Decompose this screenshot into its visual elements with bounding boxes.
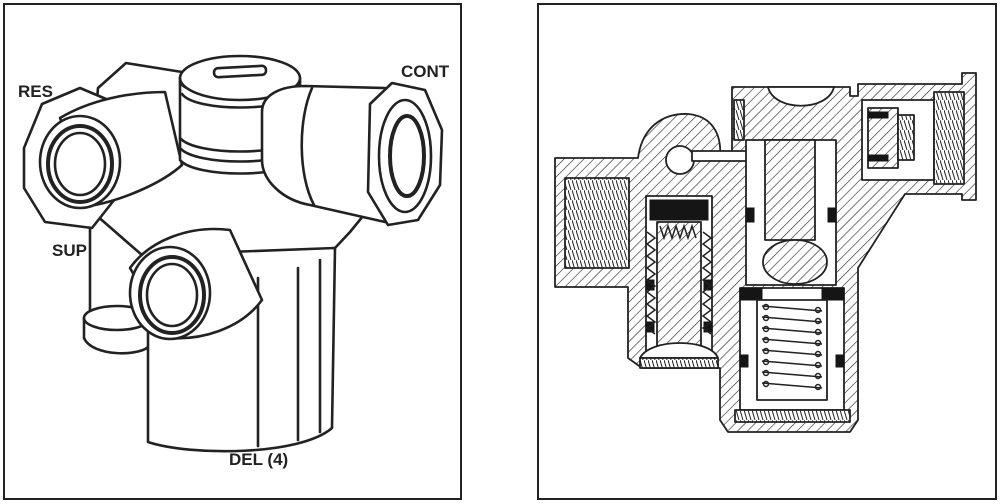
main-spring-coil: [761, 371, 823, 378]
cont-port-tube: [260, 84, 387, 224]
center-seal-right: [827, 207, 837, 223]
main-spring-coil: [761, 382, 823, 389]
main-spring-wire: [814, 339, 822, 347]
top-block-threads: [733, 99, 745, 141]
main-spring-coil: [761, 316, 823, 323]
center-seal-left: [745, 207, 755, 223]
left-piston: [656, 221, 702, 351]
cont-port-opening: [388, 114, 426, 198]
top-cap-face: [178, 54, 302, 102]
passage-horizontal: [691, 150, 749, 162]
left-bottom-dome: [639, 342, 719, 359]
cont-label: CONT: [401, 62, 450, 81]
left-piston-cap: [649, 199, 709, 221]
main-spring-wire: [814, 361, 822, 369]
main-spring-wire: [814, 306, 822, 314]
main-spring-wire: [762, 369, 770, 377]
main-spring-wire: [762, 314, 770, 322]
main-spring-coil: [761, 338, 823, 345]
cont-port-seam: [300, 86, 316, 207]
control-seal-top: [867, 111, 889, 119]
top-cap-slot: [212, 64, 268, 79]
control-seal-bottom: [867, 154, 889, 162]
main-spring-coil: [761, 360, 823, 367]
main-spring-coil: [761, 327, 823, 334]
left-seal-3: [645, 321, 655, 333]
main-spring-coil: [761, 349, 823, 356]
center-plunger: [764, 139, 816, 241]
left-spring-coil-left: [645, 231, 657, 335]
del-label: DEL (4): [229, 450, 288, 469]
main-spring-wire: [814, 350, 822, 358]
main-spring-wire: [762, 303, 770, 311]
chamber-seal-right: [835, 354, 845, 368]
res-port-opening: [53, 131, 107, 197]
cross-section-drawing: [554, 72, 977, 433]
sup-port-threads: [564, 177, 630, 269]
main-spring-wire: [762, 380, 770, 388]
passage-circle: [665, 145, 695, 175]
main-spring-wire: [762, 358, 770, 366]
spring-chamber: [739, 287, 845, 411]
left-bottom-threads: [639, 357, 719, 369]
spring-housing: [756, 299, 828, 401]
main-spring-wire: [762, 336, 770, 344]
control-fitting: [897, 114, 915, 161]
main-spring-coil: [761, 305, 823, 312]
main-spring-wire: [814, 317, 822, 325]
center-valve-ball: [762, 239, 828, 285]
sup-port-opening: [145, 262, 199, 328]
res-label: RES: [18, 82, 53, 101]
main-spring-wire: [814, 328, 822, 336]
main-spring-wire: [814, 372, 822, 380]
exterior-valve-drawing: [22, 54, 444, 453]
main-spring-wire: [762, 347, 770, 355]
left-spring-coil-right: [701, 231, 713, 335]
sup-label: SUP: [52, 241, 87, 260]
cont-port-threads: [933, 91, 965, 185]
left-seal-2: [703, 279, 713, 291]
chamber-seal-left: [739, 354, 749, 368]
spring-cap-seal-left: [739, 287, 763, 301]
main-spring-wire: [762, 325, 770, 333]
main-spring-wire: [814, 383, 822, 391]
top-block-recess: [767, 86, 835, 107]
left-top-spring: [659, 223, 697, 241]
spring-cap-seal-right: [821, 287, 845, 301]
bottom-threads: [734, 409, 851, 423]
